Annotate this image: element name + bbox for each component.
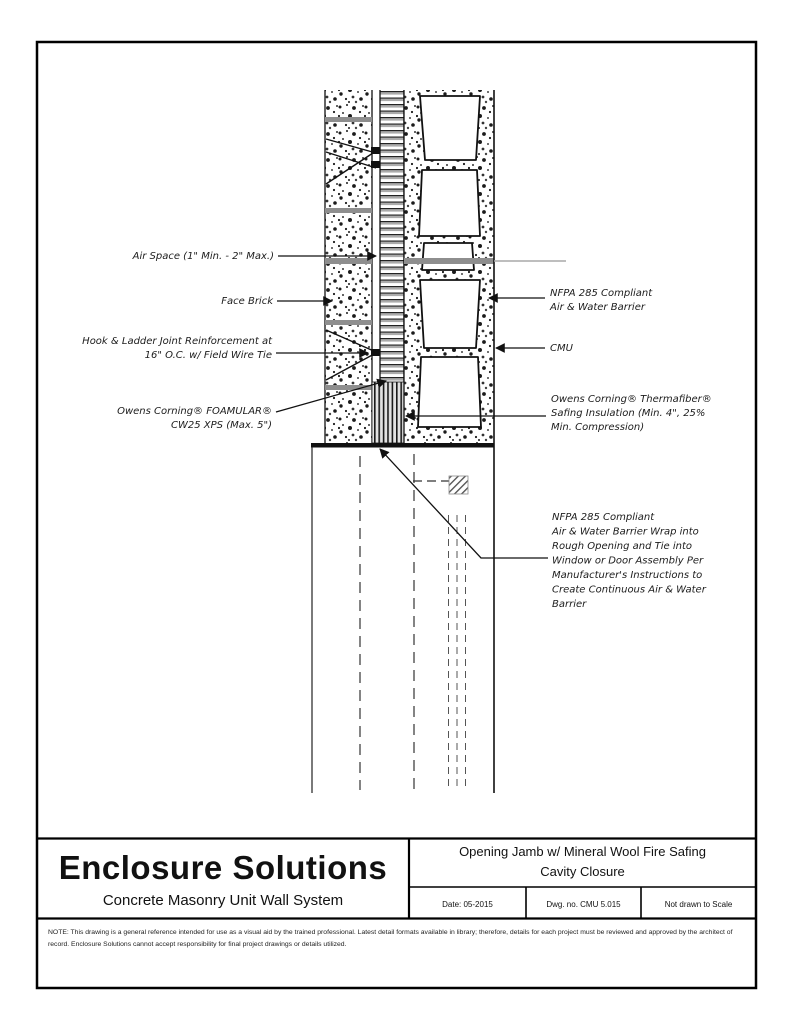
label-barrier-wrap: NFPA 285 Compliant Air & Water Barrier W… [551, 512, 707, 610]
face-brick-section [324, 90, 373, 443]
sheet-border [35, 40, 758, 990]
company-name: Enclosure Solutions [58, 849, 388, 886]
cmu-joint-band [404, 258, 494, 264]
label-air-water-barrier-line2: Air & Water Barrier [549, 302, 646, 313]
label-barrier-wrap-line5: Manufacturer's Instructions to [552, 570, 702, 581]
label-joint-reinforcement-line1: Hook & Ladder Joint Reinforcement at [82, 336, 273, 347]
label-barrier-wrap-line2: Air & Water Barrier Wrap into [551, 527, 699, 538]
label-barrier-wrap-line6: Create Continuous Air & Water [552, 585, 707, 596]
leader-lines [275, 251, 548, 559]
leader-cavity-insulation [275, 378, 387, 413]
label-barrier-wrap-line7: Barrier [552, 599, 587, 610]
label-safing-line3: Min. Compression) [551, 422, 644, 433]
label-air-water-barrier: NFPA 285 Compliant Air & Water Barrier [549, 288, 653, 313]
label-cavity-insulation-line1: Owens Corning® FOAMULAR® [117, 406, 272, 417]
label-air-water-barrier-line1: NFPA 285 Compliant [550, 288, 653, 299]
label-barrier-wrap-line3: Rough Opening and Tie into [552, 541, 692, 552]
label-face-brick: Face Brick [221, 296, 274, 307]
drawing-title-line1: Opening Jamb w/ Mineral Wool Fire Safing [459, 844, 706, 859]
system-name: Concrete Masonry Unit Wall System [102, 892, 344, 909]
cavity-insulation-section [379, 90, 405, 382]
date-field: Date: 05-2015 [442, 900, 493, 909]
label-cavity-insulation-line2: CW25 XPS (Max. 5") [171, 420, 272, 431]
drawing-number-field: Dwg. no. CMU 5.015 [546, 900, 621, 909]
label-safing-line1: Owens Corning® Thermafiber® [551, 394, 712, 405]
label-barrier-wrap-line4: Window or Door Assembly Per [552, 556, 704, 567]
cmu-cores [417, 95, 482, 428]
mortar-joints [325, 117, 372, 390]
title-block-lines [37, 837, 756, 920]
jamb-end-edge [311, 443, 494, 448]
label-cavity-insulation: Owens Corning® FOAMULAR® CW25 XPS (Max. … [117, 406, 272, 431]
tie-anchors [371, 147, 380, 356]
scale-field: Not drawn to Scale [664, 900, 733, 909]
label-joint-reinforcement-line2: 16" O.C. w/ Field Wire Tie [145, 350, 272, 361]
label-barrier-wrap-line1: NFPA 285 Compliant [552, 512, 655, 523]
mineral-wool-safing-hatch [371, 381, 407, 444]
label-safing-line2: Safing Insulation (Min. 4", 25% [551, 408, 705, 419]
label-joint-reinforcement: Hook & Ladder Joint Reinforcement at 16"… [82, 336, 273, 361]
drawing-title-line2: Cavity Closure [540, 864, 625, 879]
label-cmu: CMU [550, 343, 574, 354]
leader-barrier-wrap [379, 448, 548, 559]
cmu-section [403, 90, 494, 443]
label-air-space: Air Space (1" Min. - 2" Max.) [132, 251, 274, 262]
frame-hidden-lines [448, 515, 466, 788]
label-safing: Owens Corning® Thermafiber® Safing Insul… [551, 394, 712, 433]
wrap-termination-hatch [448, 475, 469, 495]
disclaimer-note: NOTE: This drawing is a general referenc… [48, 929, 733, 948]
opening-hidden-lines [311, 447, 469, 793]
